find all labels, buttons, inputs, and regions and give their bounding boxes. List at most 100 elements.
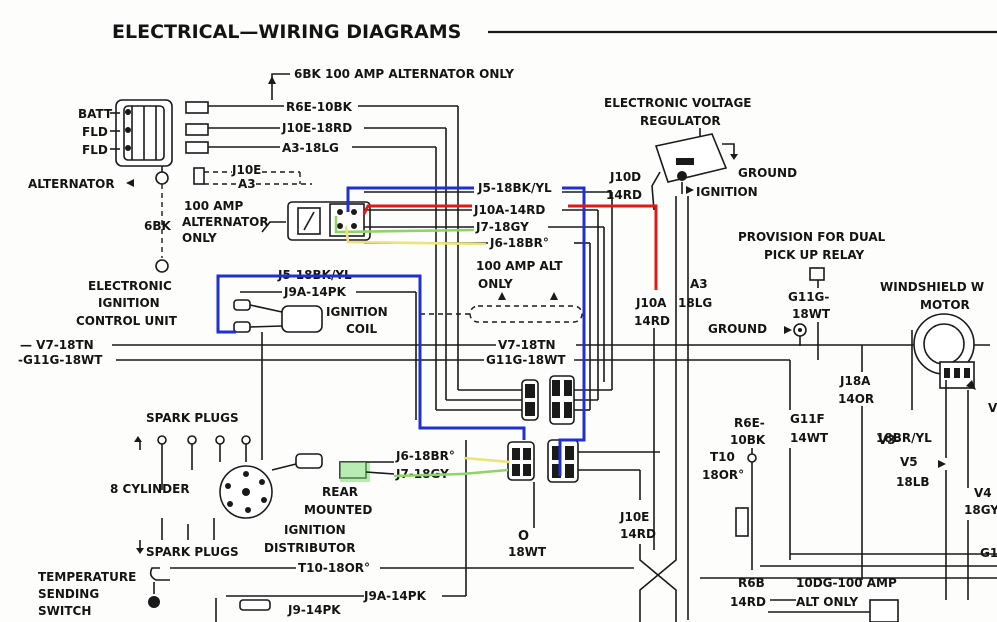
label-alt-only: ONLY [478, 277, 513, 291]
label-motor: MOTOR [920, 298, 970, 312]
annotation-green-j7 [334, 216, 509, 478]
wire-label-j10a: J10A-14RD [473, 203, 545, 217]
ignition-coil [233, 299, 323, 333]
label-j18a-2: 14OR [838, 392, 874, 406]
label-a3-v2: 18LG [678, 296, 712, 310]
label-6bk-alt-only: 6BK 100 AMP ALTERNATOR ONLY [294, 67, 514, 81]
label-100-amp: 100 AMP [184, 199, 243, 213]
label-j10d-1: J10D [609, 170, 641, 184]
alternator-terminal-connectors [185, 101, 209, 154]
label-r6e-v2: 10BK [730, 433, 766, 447]
label-sending: SENDING [38, 587, 99, 601]
spark-plugs-top-row [134, 435, 251, 445]
label-provision-2: PICK UP RELAY [764, 248, 864, 262]
alternator-component [115, 99, 173, 167]
label-eicu-2: IGNITION [98, 296, 160, 310]
label-v5-1: V5 [900, 455, 918, 469]
annotation-yellow-j6 [344, 225, 511, 464]
wire-label-v7-left: — V7-18TN [20, 338, 94, 352]
label-j10e-v1: J10E [619, 510, 649, 524]
label-a3-v1: A3 [690, 277, 708, 291]
label-j18a-1: J18A [839, 374, 871, 388]
label-100-amp-alt: 100 AMP ALT [476, 259, 563, 273]
label-eicu-3: CONTROL UNIT [76, 314, 178, 328]
wire-label-j9a-mid: J9A-14PK [283, 285, 347, 299]
label-10dg-2: ALT ONLY [796, 595, 858, 609]
label-g11f-2: 14WT [790, 431, 829, 445]
windshield-wiper-motor [913, 313, 975, 389]
label-ignition-dist: IGNITION [284, 523, 346, 537]
label-fld-1: FLD [82, 125, 108, 139]
label-spark-plugs-bottom: SPARK PLUGS [146, 545, 239, 559]
label-temperature: TEMPERATURE [38, 570, 136, 584]
wire-label-j9-bottom: J9-14PK [287, 603, 341, 617]
label-ignition-evr: IGNITION [696, 185, 758, 199]
electronic-voltage-regulator [654, 133, 728, 183]
label-g1-cut: G1 [980, 546, 997, 560]
label-switch: SWITCH [38, 604, 91, 618]
label-o: O [518, 529, 529, 544]
label-windshield: WINDSHIELD W [880, 280, 984, 294]
label-6bk: 6BK [144, 219, 171, 233]
label-alternator-2: ALTERNATOR [182, 215, 269, 229]
label-evr-2: REGULATOR [640, 114, 721, 128]
wire-label-j9a-bottom: J9A-14PK [363, 589, 427, 603]
label-v3-1: V3- [878, 433, 901, 447]
label-fld-2: FLD [82, 143, 108, 157]
label-provision-1: PROVISION FOR DUAL [738, 230, 886, 244]
label-10dg-1: 10DG-100 AMP [796, 576, 897, 590]
label-t10-v2: 18OR° [702, 468, 744, 482]
label-distributor: DISTRIBUTOR [264, 541, 355, 555]
page-title: ELECTRICAL—WIRING DIAGRAMS [112, 21, 461, 43]
label-evr-1: ELECTRONIC VOLTAGE [604, 96, 752, 110]
label-v3-2: 18BR/YL [876, 431, 932, 445]
annotation-blue-j5-upper [346, 186, 586, 476]
label-g11f-1: G11F [790, 412, 825, 426]
label-batt: BATT [78, 107, 113, 121]
label-18wt: 18WT [508, 545, 547, 559]
label-eicu-1: ELECTRONIC [88, 279, 172, 293]
wire-label-j5-top: J5-18BK/YL [477, 181, 552, 195]
label-rear: REAR [322, 485, 358, 499]
label-v-cut: V [988, 401, 997, 415]
label-r6b-2: 14RD [730, 595, 766, 609]
label-alternator: ALTERNATOR [28, 177, 115, 191]
bulkhead-connector-lower [507, 439, 579, 483]
label-v4-1: V4 [974, 486, 992, 500]
label-mounted: MOUNTED [304, 503, 372, 517]
annotation-red-j10a [362, 204, 658, 290]
electronic-ignition-control-unit [287, 201, 371, 241]
wire-label-g11g-mid: G11G-18WT [486, 353, 566, 367]
wire-label-j7-top: J7-18GY [475, 220, 529, 234]
distributor-pickup-connector [295, 453, 370, 482]
label-g11g-v2: 18WT [792, 307, 831, 321]
label-j10d-2: 14RD [606, 188, 642, 202]
label-ground-evr: GROUND [738, 166, 797, 180]
wire-label-t10: T10-18OR° [298, 561, 370, 575]
label-ignition-coil-1: IGNITION [326, 305, 388, 319]
label-v4-2: 18GY [964, 503, 997, 517]
label-r6b-1: R6B [738, 576, 765, 590]
label-j10e-v2: 14RD [620, 527, 656, 541]
bulkhead-connector-upper [521, 375, 575, 425]
distributor-cap [219, 465, 273, 519]
label-t10-v1: T10 [710, 450, 735, 464]
label-8-cylinder: 8 CYLINDER [110, 482, 190, 496]
wire-label-r6e: R6E-10BK [286, 100, 353, 114]
label-only: ONLY [182, 231, 217, 245]
label-v5-2: 18LB [896, 475, 930, 489]
annotation-blue-j5-lower [216, 274, 526, 440]
label-ground-2: GROUND [708, 322, 767, 336]
label-spark-plugs-top: SPARK PLUGS [146, 411, 239, 425]
wire-label-j6-low: J6-18BR° [395, 449, 455, 463]
wire-label-g11g-left: -G11G-18WT [18, 353, 103, 367]
label-r6e-v1: R6E- [734, 416, 765, 430]
wire-label-j6-top: J6-18BR° [489, 236, 549, 250]
label-j10e-short: J10E [231, 163, 261, 177]
label-g11g-v1: G11G- [788, 290, 829, 304]
label-j10a-v1: J10A [635, 296, 667, 310]
label-j10a-v2: 14RD [634, 314, 670, 328]
label-a3-short: A3 [238, 177, 256, 191]
